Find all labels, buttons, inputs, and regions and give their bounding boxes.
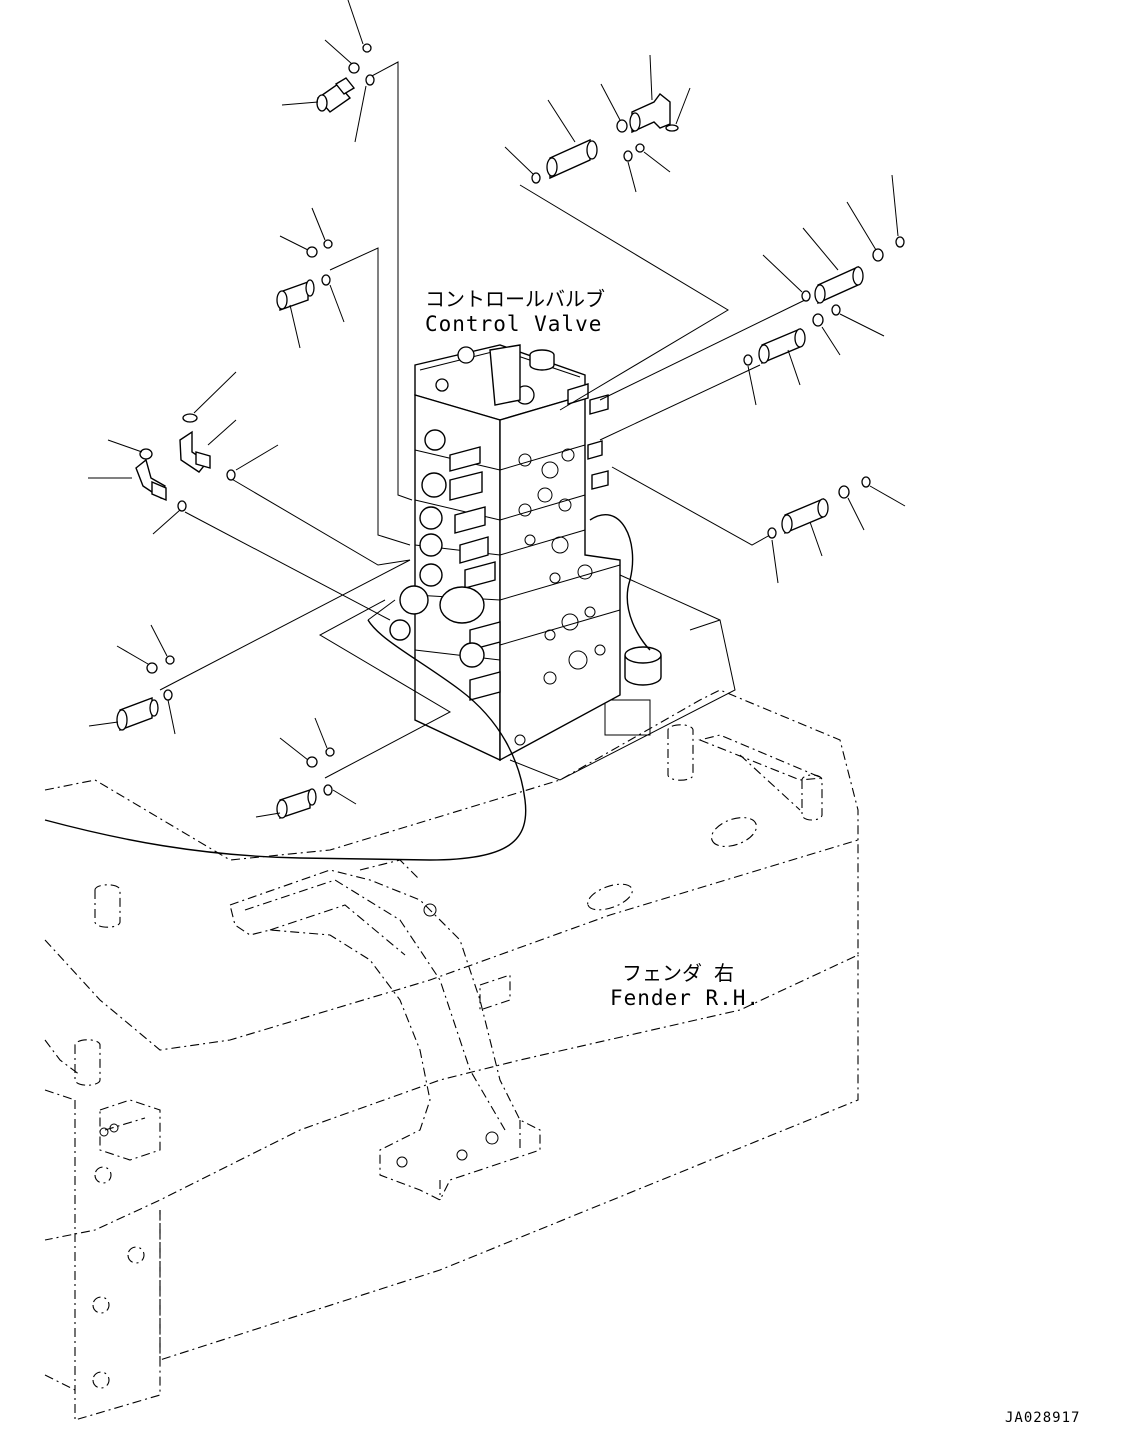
elbow-fitting-top-left bbox=[281, 0, 375, 143]
fender-label-jp: フェンダ 右 bbox=[622, 961, 734, 985]
connector-right-middle bbox=[743, 304, 885, 406]
elbow-fitting-top-right bbox=[600, 54, 691, 193]
fender-label-en: Fender R.H. bbox=[610, 986, 760, 1010]
control-valve-body bbox=[389, 344, 651, 762]
leader-lines bbox=[159, 61, 806, 779]
connector-top-center bbox=[504, 99, 598, 184]
drawing-number: JA028917 bbox=[1005, 1410, 1080, 1426]
control-valve-label-en: Control Valve bbox=[425, 312, 602, 336]
frame-arch bbox=[229, 859, 541, 1201]
connector-left-upper bbox=[276, 207, 345, 349]
fender-outline bbox=[44, 689, 859, 1421]
sheet-outline bbox=[44, 599, 527, 861]
left-bracket bbox=[74, 1039, 161, 1389]
connector-right-upper bbox=[762, 174, 905, 305]
connector-bottom bbox=[255, 717, 357, 819]
elbow-fittings-left bbox=[88, 371, 279, 535]
control-valve-label-jp: コントロールバルブ bbox=[425, 287, 605, 311]
connector-right-lower bbox=[767, 476, 906, 584]
connector-left-lower bbox=[88, 624, 176, 735]
